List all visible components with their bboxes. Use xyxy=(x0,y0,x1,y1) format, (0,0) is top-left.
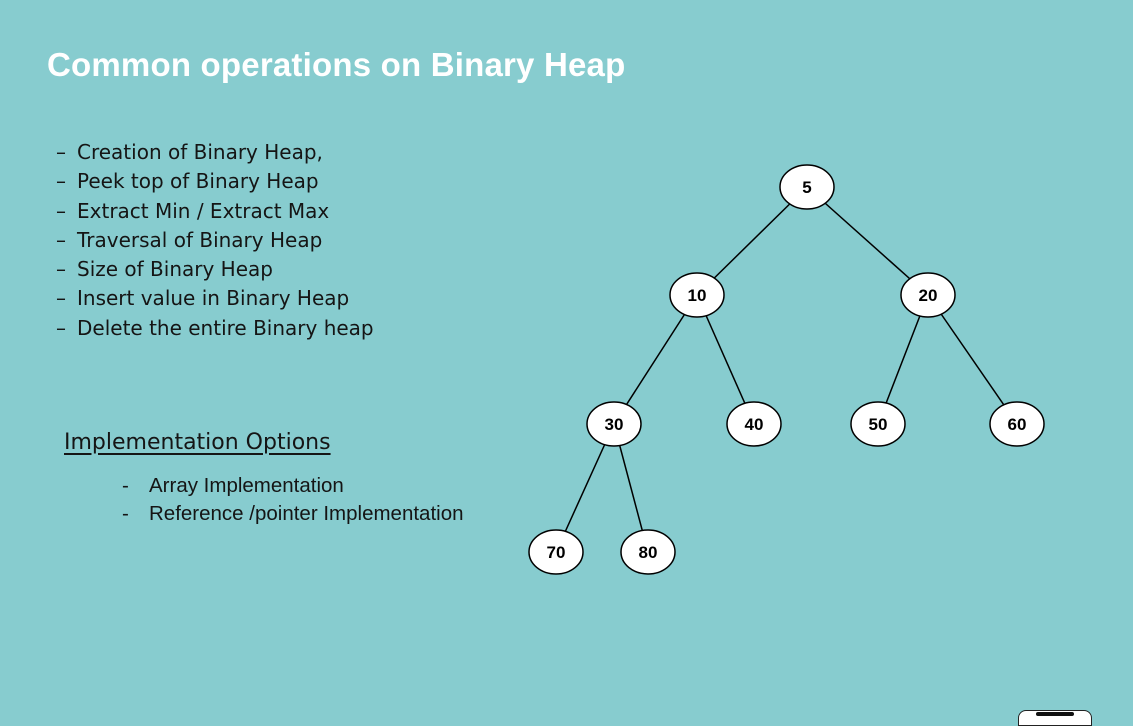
tree-node-label: 50 xyxy=(869,415,888,434)
tree-edges xyxy=(555,186,1018,553)
tree-node-label: 40 xyxy=(745,415,764,434)
tree-node: 80 xyxy=(620,529,676,575)
implementation-options-list: -Array Implementation -Reference /pointe… xyxy=(122,472,464,527)
tree-node: 5 xyxy=(779,164,835,210)
tree-node-circle xyxy=(779,164,835,210)
operation-item: –Peek top of Binary Heap xyxy=(56,167,374,196)
tree-node: 20 xyxy=(900,272,956,318)
tree-edge xyxy=(696,294,755,425)
operation-item: –Insert value in Binary Heap xyxy=(56,284,374,313)
bullet-dash: – xyxy=(56,315,66,340)
tree-node: 30 xyxy=(586,401,642,447)
bullet-dash: – xyxy=(56,227,66,252)
operation-label: Creation of Binary Heap, xyxy=(77,140,323,164)
tree-node-circle xyxy=(620,529,676,575)
tree-node-label: 30 xyxy=(605,415,624,434)
tree-node-label: 20 xyxy=(919,286,938,305)
bullet-dash: – xyxy=(56,140,66,164)
operations-list: –Creation of Binary Heap, –Peek top of B… xyxy=(56,138,374,343)
tree-node-label: 70 xyxy=(547,543,566,562)
operation-item: –Extract Min / Extract Max xyxy=(56,197,374,226)
tree-node-circle xyxy=(726,401,782,447)
implementation-option: -Array Implementation xyxy=(122,472,464,500)
operation-label: Extract Min / Extract Max xyxy=(77,198,330,223)
bullet-dash: - xyxy=(122,474,129,497)
tree-edge xyxy=(806,186,929,296)
tree-edge xyxy=(927,294,1018,425)
tree-edge xyxy=(613,294,698,425)
tree-node-label: 10 xyxy=(688,286,707,305)
corner-tab-widget xyxy=(1018,710,1092,726)
bullet-dash: – xyxy=(56,169,66,194)
tree-edge xyxy=(696,186,808,296)
bullet-dash: – xyxy=(56,286,66,311)
operation-item: –Size of Binary Heap xyxy=(56,255,374,284)
tree-node-circle xyxy=(586,401,642,447)
operation-label: Insert value in Binary Heap xyxy=(77,286,350,311)
tree-node: 60 xyxy=(989,401,1045,447)
implementation-option-label: Array Implementation xyxy=(149,474,344,497)
implementation-heading: Implementation Options xyxy=(64,430,331,455)
tree-node: 50 xyxy=(850,401,906,447)
bullet-dash: – xyxy=(56,198,66,223)
bullet-dash: – xyxy=(56,257,66,282)
tree-node-label: 80 xyxy=(639,543,658,562)
tree-node-circle xyxy=(850,401,906,447)
implementation-option-label: Reference /pointer Implementation xyxy=(149,501,464,525)
tree-node-label: 60 xyxy=(1008,415,1027,434)
operation-item: –Delete the entire Binary heap xyxy=(56,314,374,343)
corner-tab-bar xyxy=(1036,712,1074,716)
tree-node-circle xyxy=(900,272,956,318)
tree-node-label: 5 xyxy=(802,178,811,197)
bullet-dash: - xyxy=(122,501,129,525)
tree-node-circle xyxy=(528,529,584,575)
tree-node: 70 xyxy=(528,529,584,575)
tree-node: 40 xyxy=(726,401,782,447)
slide-title: Common operations on Binary Heap xyxy=(47,46,626,83)
tree-node: 10 xyxy=(669,272,725,318)
operation-item: –Creation of Binary Heap, xyxy=(56,138,374,167)
operation-label: Peek top of Binary Heap xyxy=(77,169,319,194)
operation-label: Traversal of Binary Heap xyxy=(77,227,323,252)
tree-node-circle xyxy=(669,272,725,318)
tree-node-circle xyxy=(989,401,1045,447)
implementation-option: -Reference /pointer Implementation xyxy=(122,500,464,528)
tree-nodes: 5 10 20 30 40 50 60 70 80 xyxy=(528,164,1045,575)
operation-item: –Traversal of Binary Heap xyxy=(56,226,374,255)
operation-label: Delete the entire Binary heap xyxy=(77,315,374,340)
operation-label: Size of Binary Heap xyxy=(77,257,273,282)
